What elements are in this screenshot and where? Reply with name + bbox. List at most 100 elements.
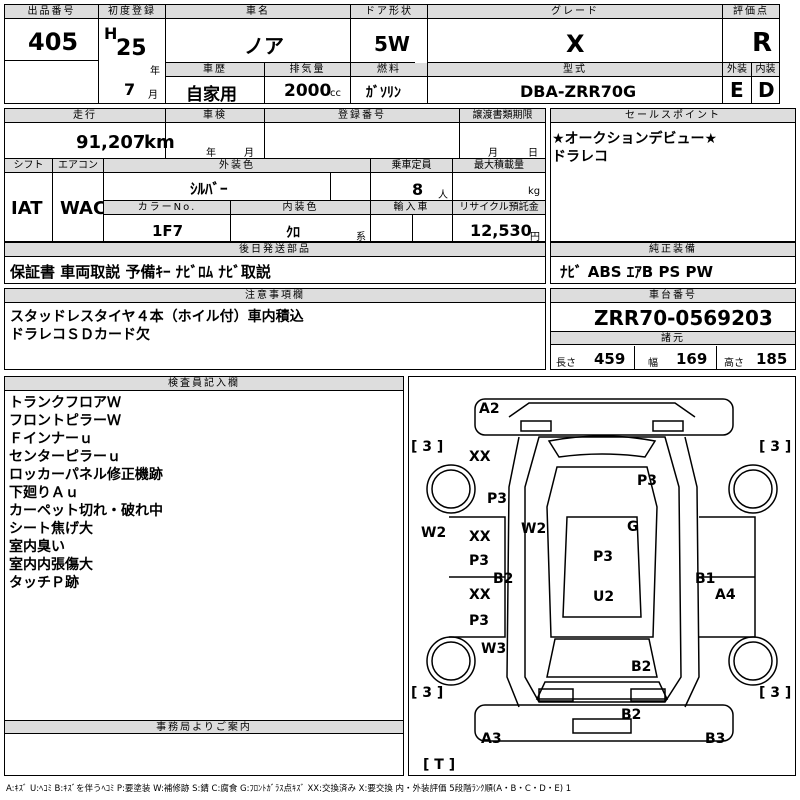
mark-g: G xyxy=(627,519,639,535)
shift: IAT xyxy=(11,198,43,219)
mark-3-bottom-left: [ 3 ] xyxy=(411,685,444,701)
displacement-unit: cc xyxy=(330,88,341,99)
mark-p3-left-3: P3 xyxy=(469,613,490,629)
car-outline-diagram xyxy=(426,398,778,742)
mark-p3-left-2: P3 xyxy=(469,553,490,569)
grade: X xyxy=(566,30,585,58)
length: 459 xyxy=(594,350,626,368)
int-color-label: 内装色 xyxy=(231,201,370,215)
car-name: ノア xyxy=(244,34,284,58)
car-name-label: 車名 xyxy=(166,5,350,19)
width: 169 xyxy=(676,350,708,368)
fuel: ｶﾞｿﾘﾝ xyxy=(366,85,401,101)
width-label: 幅 xyxy=(648,358,658,369)
mileage-unit: km xyxy=(144,132,175,153)
door-label: ドア形状 xyxy=(351,5,427,19)
height: 185 xyxy=(756,350,788,368)
mark-xx-1: XX xyxy=(469,449,491,465)
notes-label: 注意事項欄 xyxy=(5,289,545,303)
inspector-line: センターピラーｕ xyxy=(9,449,121,465)
sales-point-text: ★オークションデビュー★ ドラレコ xyxy=(552,130,717,166)
mark-xx-2: XX xyxy=(469,529,491,545)
mark-a3: A3 xyxy=(481,731,502,747)
ac: WAC xyxy=(60,198,107,219)
history-label: 車歴 xyxy=(166,63,264,77)
mark-w2-center: W2 xyxy=(521,521,547,537)
vehicle-info-block xyxy=(4,108,546,242)
transfer-label: 譲渡書類期限 xyxy=(460,109,545,123)
color-no-label: カラーNo. xyxy=(104,201,230,215)
length-label: 長さ xyxy=(556,358,576,369)
notes-line: スタッドレスタイヤ４本（ホイル付）車内積込 xyxy=(10,309,304,325)
max-load-label: 最大積載量 xyxy=(453,159,545,173)
inspector-notes: トランクフロアＷ フロントピラーＷ Ｆインナーｕ センターピラーｕ ロッカーパネ… xyxy=(9,394,163,592)
later-parts-label: 後日発送部品 xyxy=(5,243,545,257)
score: R xyxy=(752,28,773,58)
ext-color-label: 外装色 xyxy=(104,159,370,173)
mark-3-top-right: [ 3 ] xyxy=(759,439,792,455)
inspector-line: 下廻りＡｕ xyxy=(9,485,79,501)
recycle: 12,530 xyxy=(470,221,532,240)
ext-grade: E xyxy=(730,78,744,102)
transfer-day-unit: 日 xyxy=(528,148,538,159)
mark-p3-upper-left: P3 xyxy=(487,491,508,507)
mark-p3-upper-right: P3 xyxy=(637,473,658,489)
inspector-block xyxy=(4,376,404,776)
mark-a2: A2 xyxy=(479,401,500,417)
sales-line: ドラレコ xyxy=(552,149,608,165)
recycle-unit: 円 xyxy=(530,232,540,243)
later-parts-block xyxy=(4,242,546,284)
capacity-unit: 人 xyxy=(438,190,448,201)
year-unit: 年 xyxy=(150,66,160,77)
shift-label: シフト xyxy=(5,159,52,173)
max-load-unit: kg xyxy=(528,186,541,197)
mark-b3: B3 xyxy=(705,731,726,747)
mark-b2-center: B2 xyxy=(631,659,652,675)
lot-number: 405 xyxy=(28,28,79,56)
int-label: 内装 xyxy=(752,63,779,77)
int-color: ｸﾛ xyxy=(286,225,300,241)
fuel-label: 燃料 xyxy=(351,63,427,77)
model: DBA-ZRR70G xyxy=(520,82,637,101)
height-label: 高さ xyxy=(724,358,744,369)
mark-b2-bottom: B2 xyxy=(621,707,642,723)
inspector-line: フロントピラーＷ xyxy=(9,413,121,429)
later-parts: 保証書 車両取説 予備ｷｰ ﾅﾋﾞﾛﾑ ﾅﾋﾞ取説 xyxy=(10,263,271,281)
notes-line: ドラレコＳＤカード欠 xyxy=(10,327,150,343)
ext-color: ｼﾙﾊﾞｰ xyxy=(190,180,228,198)
equipment-label: 純正装備 xyxy=(551,243,795,257)
sales-line: ★オークションデビュー★ xyxy=(552,131,718,147)
equipment: ﾅﾋﾞ ABS ｴｱB PS PW xyxy=(560,263,714,281)
history: 自家用 xyxy=(186,85,237,105)
notes-text: スタッドレスタイヤ４本（ホイル付）車内積込 ドラレコＳＤカード欠 xyxy=(10,308,304,344)
mark-p3-center: P3 xyxy=(593,549,614,565)
mark-3-bottom-right: [ 3 ] xyxy=(759,685,792,701)
mileage-label: 走行 xyxy=(5,109,165,123)
month-unit: 月 xyxy=(148,90,158,101)
mileage: 91,207 xyxy=(76,132,146,153)
lot-label: 出品番号 xyxy=(5,5,98,19)
model-label: 型式 xyxy=(428,63,722,77)
inspector-line: タッチＰ跡 xyxy=(9,575,79,591)
sales-point-block xyxy=(550,108,796,242)
inspector-line: カーペット切れ・破れ中 xyxy=(9,503,163,519)
reg-number-label: 登録番号 xyxy=(265,109,459,123)
office-label: 事務局よりご案内 xyxy=(5,720,403,734)
reg-year: 25 xyxy=(116,36,147,61)
mark-b2-left: B2 xyxy=(493,571,514,587)
mark-b1: B1 xyxy=(695,571,716,587)
mark-u2: U2 xyxy=(593,589,615,605)
header-block xyxy=(4,4,780,104)
displacement-label: 排気量 xyxy=(265,63,350,77)
first-reg-label: 初度登録 xyxy=(99,5,165,19)
mark-a4: A4 xyxy=(715,587,736,603)
era: H xyxy=(104,24,118,43)
capacity-label: 乗車定員 xyxy=(371,159,452,173)
inspection-month-unit: 月 xyxy=(244,148,254,159)
notes-block xyxy=(4,288,546,370)
inspector-line: ロッカーパネル修正機跡 xyxy=(9,467,163,483)
inspection-year-unit: 年 xyxy=(206,148,216,159)
int-grade: D xyxy=(758,78,775,102)
grade-label: グレード xyxy=(428,5,722,19)
inspector-line: 室内内張傷大 xyxy=(9,557,93,573)
